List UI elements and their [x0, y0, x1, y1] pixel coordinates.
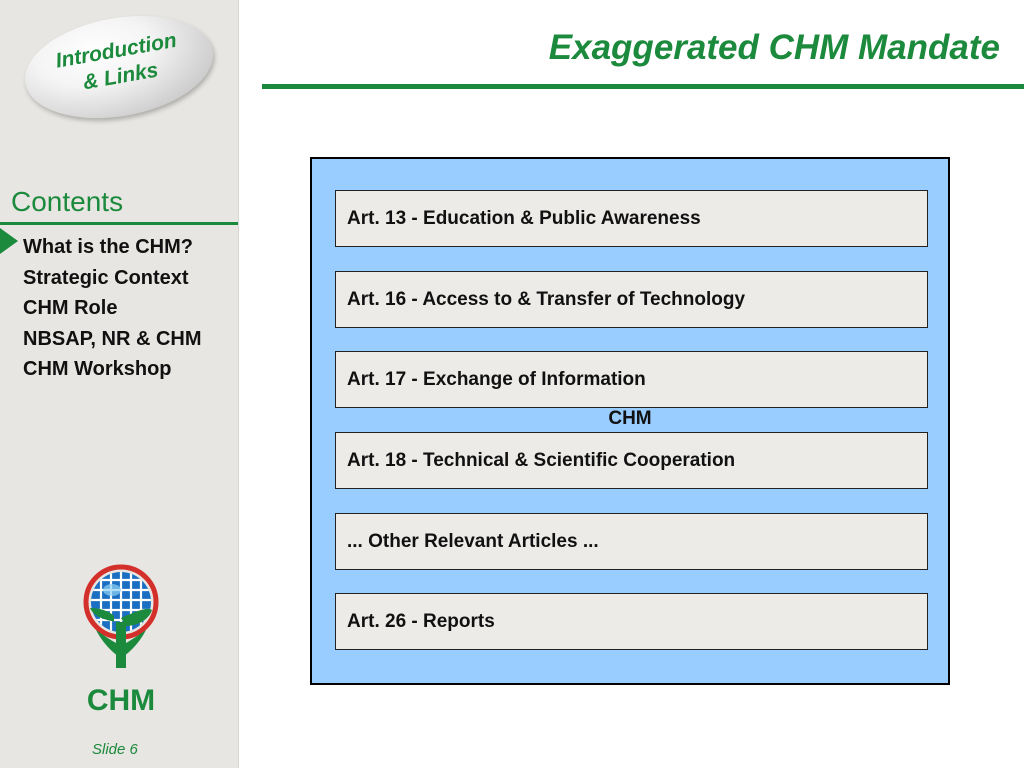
article-box: Art. 26 - Reports: [335, 593, 928, 650]
article-box: Art. 16 - Access to & Transfer of Techno…: [335, 271, 928, 328]
slide-number: Slide 6: [92, 741, 138, 758]
article-box: Art. 18 - Technical & Scientific Coopera…: [335, 432, 928, 489]
contents-item-what-is-chm[interactable]: What is the CHM?: [23, 236, 193, 258]
sidebar: Introduction & Links Contents What is th…: [0, 0, 239, 768]
contents-item-chm-role[interactable]: CHM Role: [23, 297, 118, 319]
title-underline: [262, 84, 1024, 89]
contents-item-nbsap-nr-chm[interactable]: NBSAP, NR & CHM: [23, 327, 202, 350]
contents-divider: [0, 222, 238, 225]
current-item-arrow-icon: [0, 228, 18, 254]
contents-item-strategic-context[interactable]: Strategic Context: [23, 266, 189, 289]
article-box: ... Other Relevant Articles ...: [335, 513, 928, 570]
contents-heading: Contents: [11, 186, 124, 217]
chm-logo: CHM: [83, 564, 159, 717]
article-box: Art. 17 - Exchange of Information: [335, 351, 928, 408]
introduction-links-label: Introduction & Links: [53, 28, 179, 95]
chm-mandate-panel: Art. 13 - Education & Public Awareness A…: [310, 157, 950, 685]
chm-panel-label: CHM: [608, 408, 652, 429]
page-title: Exaggerated CHM Mandate: [548, 28, 1000, 67]
introduction-links-button[interactable]: Introduction & Links: [16, 2, 222, 132]
chm-logo-text: CHM: [87, 684, 155, 717]
article-box: Art. 13 - Education & Public Awareness: [335, 190, 928, 247]
contents-list: What is the CHM? Strategic Context CHM R…: [23, 232, 202, 385]
contents-item-chm-workshop[interactable]: CHM Workshop: [23, 358, 172, 380]
